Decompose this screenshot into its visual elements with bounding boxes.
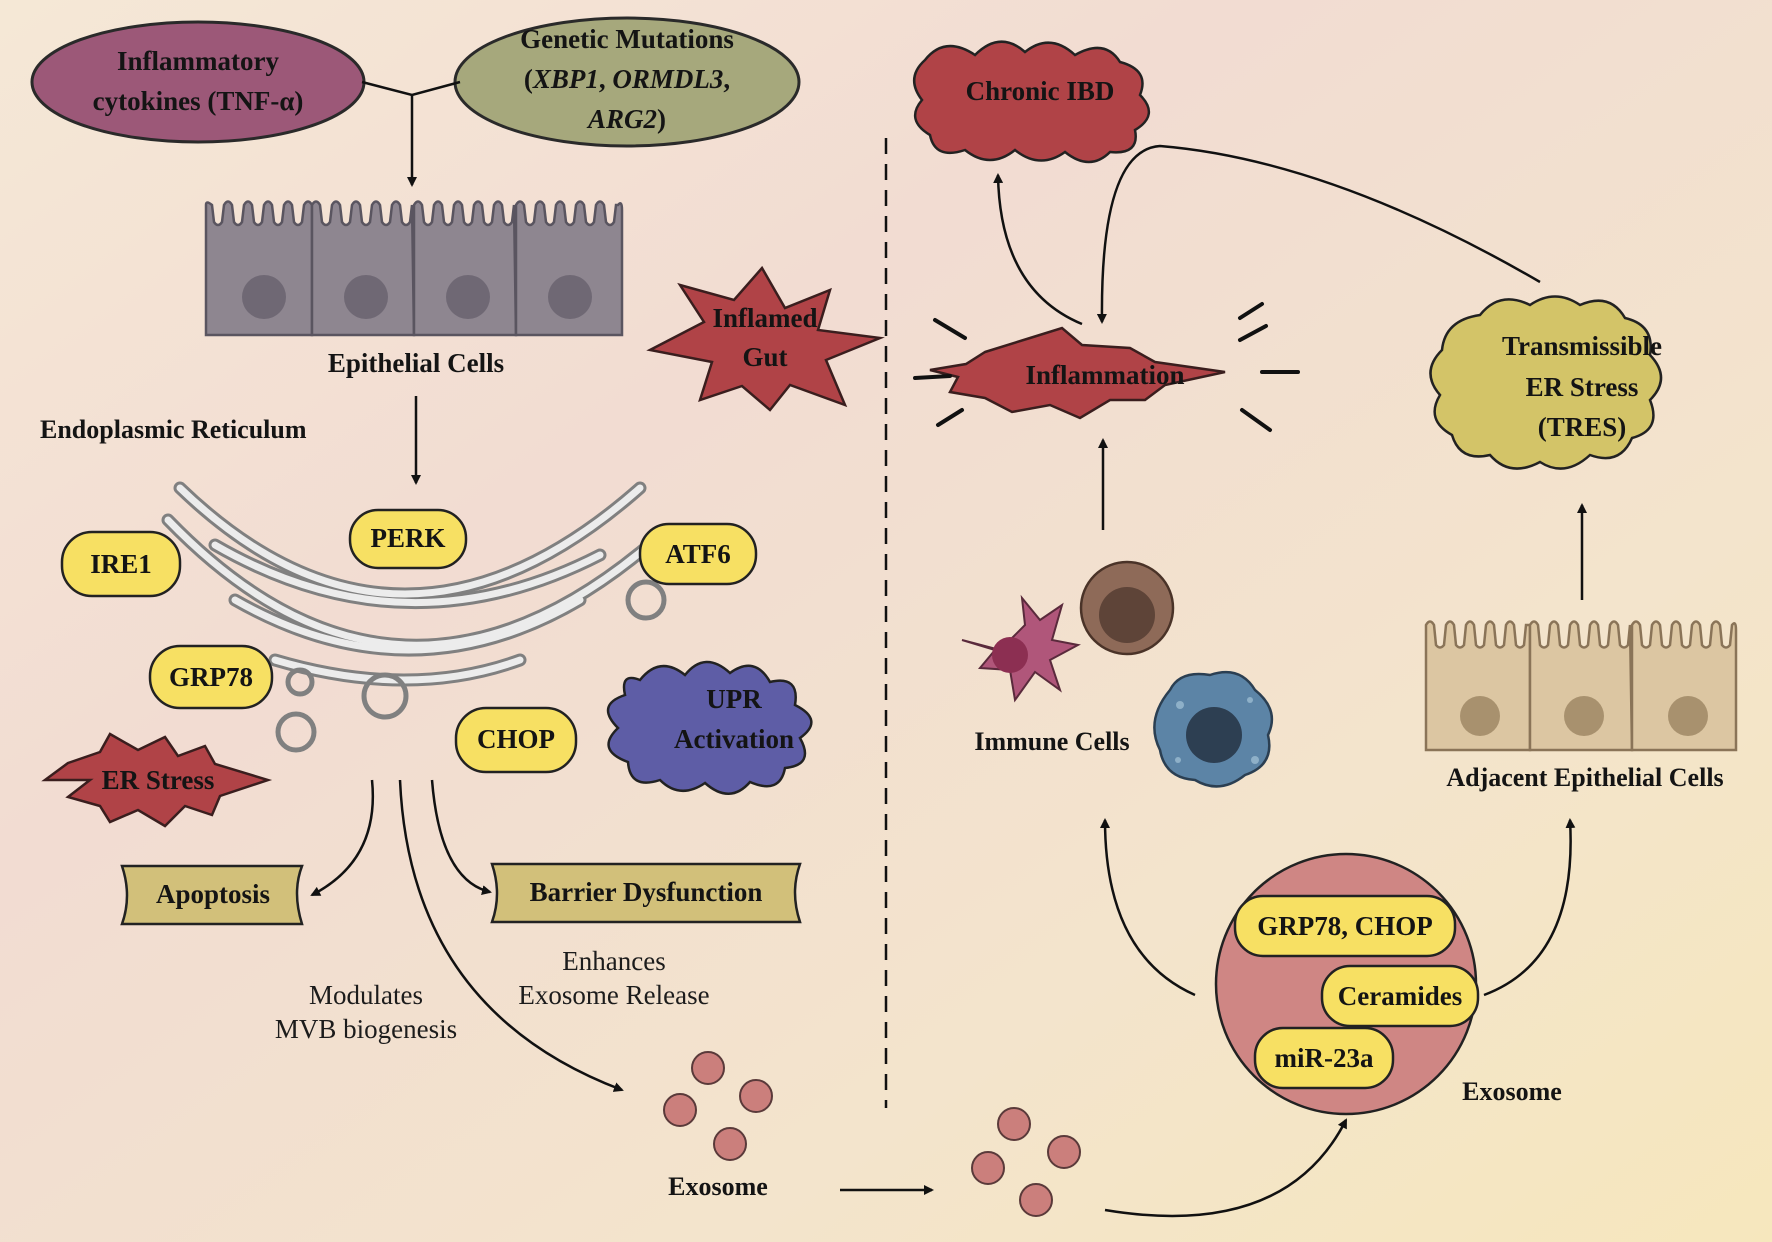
arrow-exosome-to-adjacent [1483,818,1576,997]
mutations-title: Genetic Mutations [520,24,734,54]
modulates-line2: MVB biogenesis [275,1014,457,1044]
arrow-inflammation-to-ibd [993,173,1083,326]
er-illustration-inner [164,484,659,684]
tres-line3: (TRES) [1538,412,1627,442]
inflamed-gut-node: Inflamed Gut [646,265,885,412]
tres-node: Transmissible ER Stress (TRES) [1429,295,1663,470]
immune-cell-lymphocyte [1153,670,1274,788]
er-output-arrows [310,779,624,1092]
arrow-exosome-to-immune [1100,818,1196,997]
modulates-line1: Modulates [309,980,423,1010]
exosome-cluster-right [971,1107,1081,1217]
er-vesicles [275,579,667,753]
immune-cells-label: Immune Cells [974,727,1129,756]
tres-line2: ER Stress [1526,372,1639,402]
upr-label-line1: UPR [706,684,762,714]
apoptosis-banner: Apoptosis [120,864,304,926]
arrow-cluster-to-exosome [1104,1118,1348,1218]
cargo-grp78-chop-tag: GRP78, CHOP [1233,894,1457,958]
immune-cell-macrophage [1079,560,1175,656]
adjacent-cells-label: Adjacent Epithelial Cells [1446,763,1723,792]
perk-label: PERK [370,523,445,553]
chop-tag: CHOP [454,706,578,774]
er-label: Endoplasmic Reticulum [40,415,307,444]
top-connector [361,80,461,187]
chronic-ibd-label: Chronic IBD [966,76,1115,106]
epithelial-cells-illustration [204,200,624,337]
cytokines-node: Inflammatory cytokines (TNF-α) [30,20,366,144]
epithelial-cells-label: Epithelial Cells [328,348,504,378]
mutations-genes-line2: ARG2) [586,104,666,134]
enhances-line1: Enhances [562,946,665,976]
cargo-grp78-chop-label: GRP78, CHOP [1257,911,1433,941]
perk-tag: PERK [348,508,468,570]
tres-line1: Transmissible [1502,331,1662,361]
ire1-label: IRE1 [90,549,152,579]
upr-activation-node: UPR Activation [606,660,813,795]
exosome-large: GRP78, CHOP Ceramides miR-23a [1214,852,1480,1116]
inflamed-gut-line2: Gut [742,342,787,372]
exosome-left-label: Exosome [668,1172,768,1201]
inflammation-sparks [913,302,1300,432]
apoptosis-label: Apoptosis [156,879,270,909]
exosome-right-label: Exosome [1462,1077,1562,1106]
atf6-tag: ATF6 [638,522,758,586]
inflammation-label: Inflammation [1025,360,1184,390]
barrier-label: Barrier Dysfunction [530,877,763,907]
enhances-line2: Exosome Release [518,980,709,1010]
cargo-ceramides-tag: Ceramides [1320,964,1480,1028]
barrier-dysfunction-banner: Barrier Dysfunction [490,862,802,924]
chronic-ibd-node: Chronic IBD [913,40,1150,164]
adjacent-epithelial-illustration [1424,620,1738,752]
cargo-mir23a-label: miR-23a [1275,1043,1374,1073]
er-stress-label: ER Stress [102,765,215,795]
immune-cell-dendritic [961,594,1081,703]
inflamed-gut-line1: Inflamed [712,303,817,333]
grp78-tag: GRP78 [148,644,274,710]
cargo-mir23a-tag: miR-23a [1253,1026,1395,1090]
chop-label: CHOP [477,724,555,754]
arrow-tres-to-inflammation [1096,144,1541,324]
atf6-label: ATF6 [665,539,731,569]
cargo-ceramides-label: Ceramides [1338,981,1462,1011]
upr-label-line2: Activation [674,724,794,754]
exosome-cluster-left [663,1051,773,1161]
cytokines-label-line2: cytokines (TNF-α) [93,86,304,116]
genetic-mutations-node: Genetic Mutations (XBP1, ORMDL3, ARG2) [453,16,801,148]
mutations-genes-line1: (XBP1, ORMDL3, [524,64,730,94]
er-stress-node: ER Stress [41,732,273,828]
ire1-tag: IRE1 [60,530,182,598]
inflammation-node: Inflammation [929,326,1226,420]
grp78-label: GRP78 [169,662,253,692]
cytokines-label-line1: Inflammatory [117,46,279,76]
